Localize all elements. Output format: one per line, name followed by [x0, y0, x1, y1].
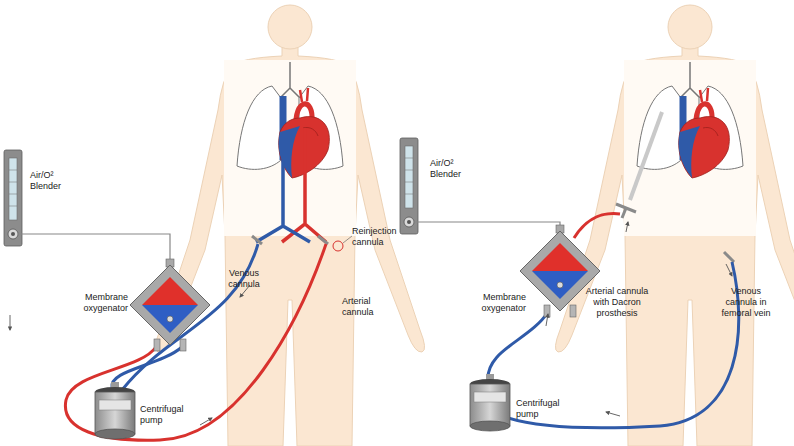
- gas-blender: [4, 150, 22, 246]
- gas-line: [18, 234, 170, 259]
- heart-lungs: [237, 62, 343, 178]
- human-body: [155, 5, 424, 446]
- arterial-tube: [65, 244, 326, 440]
- flow-arrow: [546, 314, 548, 326]
- membrane-oxygenator: [520, 225, 600, 317]
- flow-arrow: [606, 412, 620, 416]
- venous-cannula: [252, 236, 262, 244]
- device-label: Centrifugal pump: [516, 398, 572, 420]
- device-label: Membrane oxygenator: [464, 292, 526, 314]
- device-label: Centrifugal pump: [140, 404, 196, 426]
- gas-blender: [400, 138, 418, 234]
- pump-outlet-tube: [112, 347, 182, 388]
- arterial-vessels: [282, 128, 326, 242]
- arterial-cannula: [616, 204, 636, 218]
- flow-arrow: [726, 264, 732, 276]
- cannula-label: Venous cannula in femoral vein: [718, 286, 774, 319]
- device-label: Air/O² Blender: [430, 158, 470, 180]
- centrifugal-pump: [470, 374, 510, 431]
- heart-lungs: [637, 62, 743, 178]
- device-label: Air/O² Blender: [30, 170, 70, 192]
- pump-outlet-tube: [488, 312, 548, 380]
- gas-line: [414, 222, 560, 225]
- cannula-label: Arterial cannula: [342, 296, 390, 318]
- venous-tube: [122, 244, 258, 390]
- arterial-cannula: [318, 236, 328, 244]
- cannula-label: Reinjection cannula: [352, 226, 412, 248]
- cannula-label: Arterial cannula with Dacron prosthesis: [584, 286, 650, 319]
- device-label: Membrane oxygenator: [66, 292, 128, 314]
- flow-arrow: [626, 222, 628, 232]
- flow-arrow: [10, 315, 11, 330]
- venous-vessels: [256, 160, 310, 242]
- centrifugal-pump: [95, 382, 135, 439]
- human-body: [555, 5, 794, 446]
- arterial-tube: [574, 214, 620, 238]
- leader-line: [343, 236, 352, 243]
- dacron-prosthesis: [630, 112, 662, 200]
- reinjection-cannula: [333, 241, 343, 251]
- flow-arrow: [200, 418, 212, 425]
- cannula-label: Venous cannula: [222, 268, 266, 290]
- venous-cannula: [724, 252, 734, 262]
- membrane-oxygenator: [130, 259, 210, 351]
